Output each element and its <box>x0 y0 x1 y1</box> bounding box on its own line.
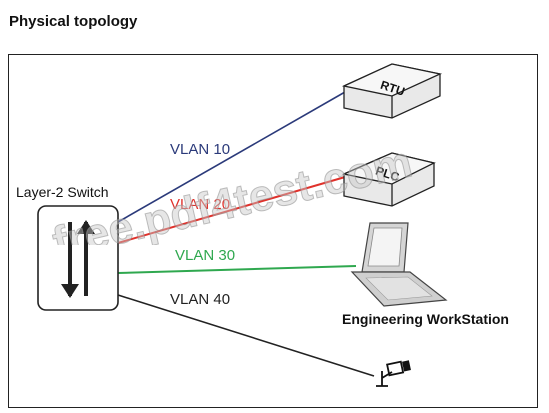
link-vlan-10 <box>117 87 353 223</box>
rtu-device-icon <box>341 63 443 119</box>
link-vlan-20 <box>117 174 353 244</box>
switch-icon <box>37 205 119 311</box>
page-title: Physical topology <box>9 13 138 30</box>
laptop-icon <box>350 222 448 307</box>
plc-device-icon <box>341 152 436 207</box>
camera-icon <box>376 360 411 387</box>
workstation-label: Engineering WorkStation <box>342 311 509 327</box>
switch-label: Layer-2 Switch <box>16 184 109 200</box>
vlan-30-label: VLAN 30 <box>175 247 235 264</box>
link-vlan-30 <box>117 265 357 274</box>
vlan-20-label: VLAN 20 <box>170 196 230 213</box>
vlan-40-label: VLAN 40 <box>170 291 230 308</box>
link-vlan-40 <box>117 294 375 377</box>
vlan-10-label: VLAN 10 <box>170 141 230 158</box>
